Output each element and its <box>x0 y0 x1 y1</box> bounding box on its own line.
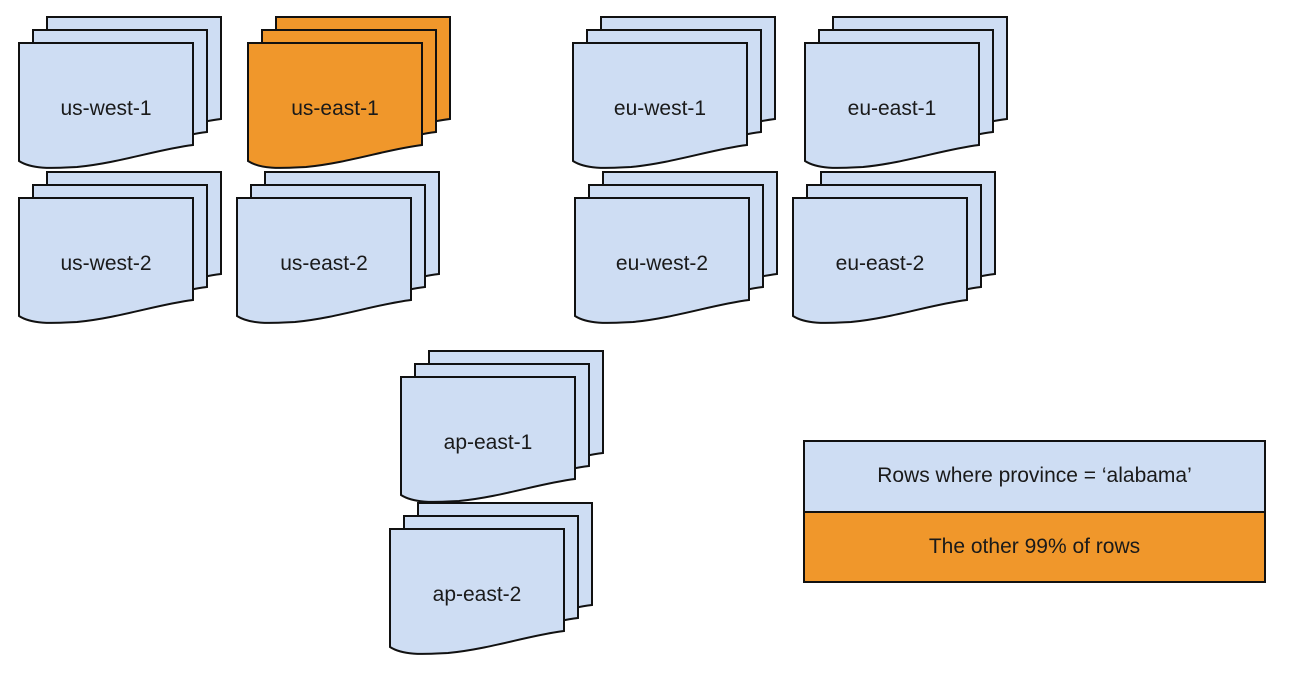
region-stack-ap-east-1: ap-east-1 <box>400 350 605 506</box>
document-stack-svg: eu-east-1 <box>804 16 1008 169</box>
region-label: ap-east-1 <box>444 431 533 454</box>
document-shape-front <box>792 197 968 324</box>
document-shape-front <box>574 197 750 324</box>
document-stack-svg: us-east-1 <box>247 16 451 169</box>
document-stack-svg: eu-west-2 <box>574 171 778 324</box>
document-stack-svg: ap-east-2 <box>389 502 593 655</box>
legend-item-label: The other 99% of rows <box>928 534 1141 558</box>
document-stack-svg: eu-west-1 <box>572 16 776 169</box>
region-stack-eu-west-1: eu-west-1 <box>572 16 777 172</box>
region-label: us-west-2 <box>60 252 151 275</box>
document-shape-front <box>247 42 423 169</box>
legend-item-alabama-rows: Rows where province = ‘alabama’ <box>805 442 1264 511</box>
region-stack-us-east-1: us-east-1 <box>247 16 452 172</box>
region-label: eu-east-2 <box>836 252 925 275</box>
document-shape-front <box>572 42 748 169</box>
region-stack-eu-east-2: eu-east-2 <box>792 171 997 327</box>
region-stack-us-west-1: us-west-1 <box>18 16 223 172</box>
document-stack-svg: eu-east-2 <box>792 171 996 324</box>
document-shape-front <box>400 376 576 503</box>
document-shape-front <box>804 42 980 169</box>
document-shape-front <box>389 528 565 655</box>
region-stack-ap-east-2: ap-east-2 <box>389 502 594 658</box>
legend-item-other-rows: The other 99% of rows <box>805 510 1264 581</box>
document-shape-front <box>18 197 194 324</box>
region-stack-us-west-2: us-west-2 <box>18 171 223 327</box>
region-label: us-east-2 <box>280 252 368 275</box>
region-stack-eu-east-1: eu-east-1 <box>804 16 1009 172</box>
region-label: us-west-1 <box>60 97 151 120</box>
document-stack-svg: us-west-2 <box>18 171 222 324</box>
document-shape-front <box>236 197 412 324</box>
region-label: eu-west-1 <box>614 97 706 120</box>
document-stack-svg: us-west-1 <box>18 16 222 169</box>
document-shape-front <box>18 42 194 169</box>
region-label: eu-west-2 <box>616 252 708 275</box>
region-stack-eu-west-2: eu-west-2 <box>574 171 779 327</box>
document-stack-svg: us-east-2 <box>236 171 440 324</box>
region-stack-us-east-2: us-east-2 <box>236 171 441 327</box>
region-label: eu-east-1 <box>848 97 937 120</box>
legend: Rows where province = ‘alabama’ The othe… <box>803 440 1266 583</box>
region-label: ap-east-2 <box>433 583 522 606</box>
region-label: us-east-1 <box>291 97 379 120</box>
document-stack-svg: ap-east-1 <box>400 350 604 503</box>
legend-item-label: Rows where province = ‘alabama’ <box>877 464 1192 488</box>
